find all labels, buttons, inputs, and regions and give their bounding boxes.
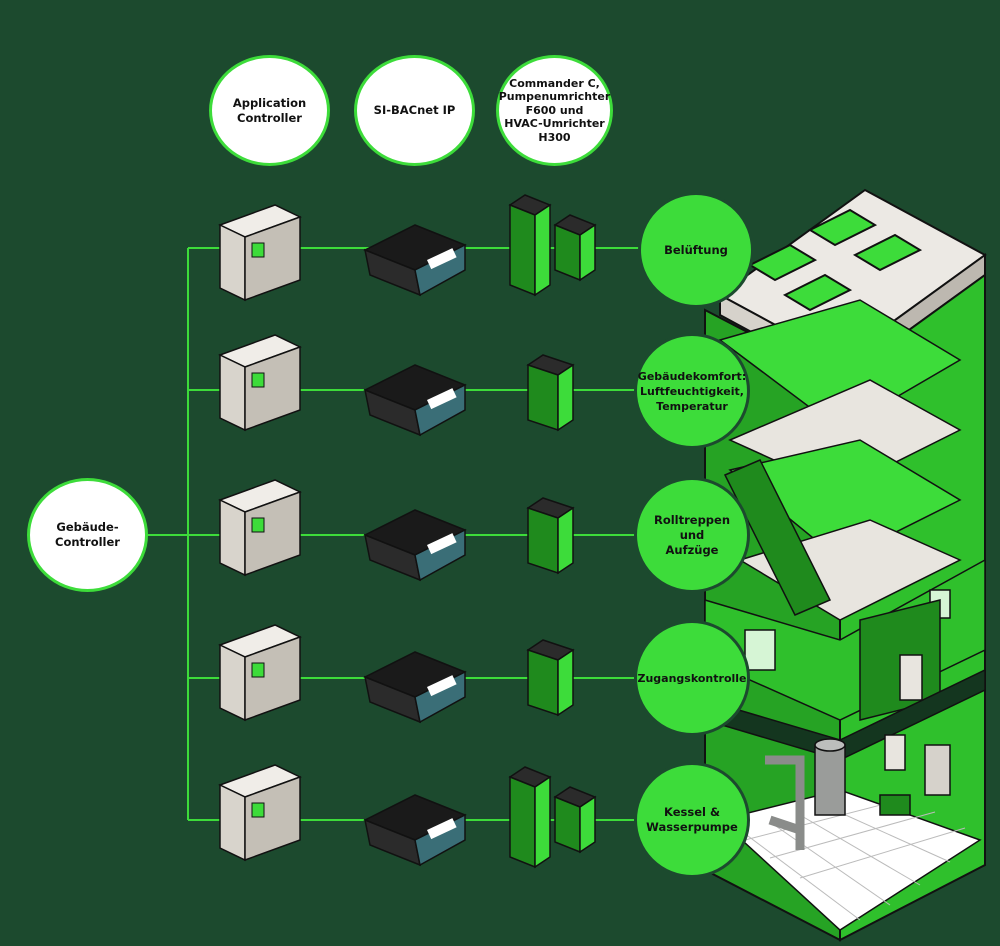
node-label: Belüftung [664,242,728,257]
controller-rack-icon [218,204,302,302]
controller-rack-icon [218,334,302,432]
drives-node: Commander C, Pumpenumrichter F600 und HV… [496,55,613,166]
building-controller-node: Gebäude- Controller [27,478,148,592]
drive-small-icon [526,354,575,432]
controller-rack-icon [218,624,302,722]
row-1 [218,194,597,302]
node-label: SI-BACnet IP [373,103,456,117]
node-label: Zugangskontrolle [637,671,747,685]
node-label: Application Controller [232,95,307,125]
gateway-module-icon [363,794,467,867]
node-label: Kessel & Wasserpumpe [646,805,738,834]
node-label: Rolltreppen und Aufzüge [653,512,731,557]
node-label: Gebäude- Controller [55,520,120,549]
gateway-module-icon [363,651,467,724]
controller-rack-icon [218,479,302,577]
system-node-escalators: Rolltreppen und Aufzüge [634,477,750,593]
system-node-ventilation: Belüftung [638,192,754,308]
system-node-access: Zugangskontrolle [634,620,750,736]
gateway-module-icon [363,364,467,437]
row-2 [218,334,575,437]
drive-large-icon [508,194,597,297]
node-label: Commander C, Pumpenumrichter F600 und HV… [498,76,611,144]
gateway-module-icon [363,224,467,297]
building-illustration [704,188,987,942]
drive-small-icon [526,639,575,717]
drive-small-icon [526,497,575,575]
row-3 [218,479,575,582]
system-node-comfort: Gebäudekomfort: Luftfeuchtigkeit, Temper… [634,333,750,449]
node-label: Gebäudekomfort: Luftfeuchtigkeit, Temper… [637,369,747,413]
system-node-boiler: Kessel & Wasserpumpe [634,762,750,878]
gateway-module-icon [363,509,467,582]
si-bacnet-node: SI-BACnet IP [354,55,475,166]
application-controller-node: Application Controller [209,55,330,166]
drive-large-icon [508,766,597,869]
controller-rack-icon [218,764,302,862]
row-5 [218,764,597,869]
row-4 [218,624,575,724]
